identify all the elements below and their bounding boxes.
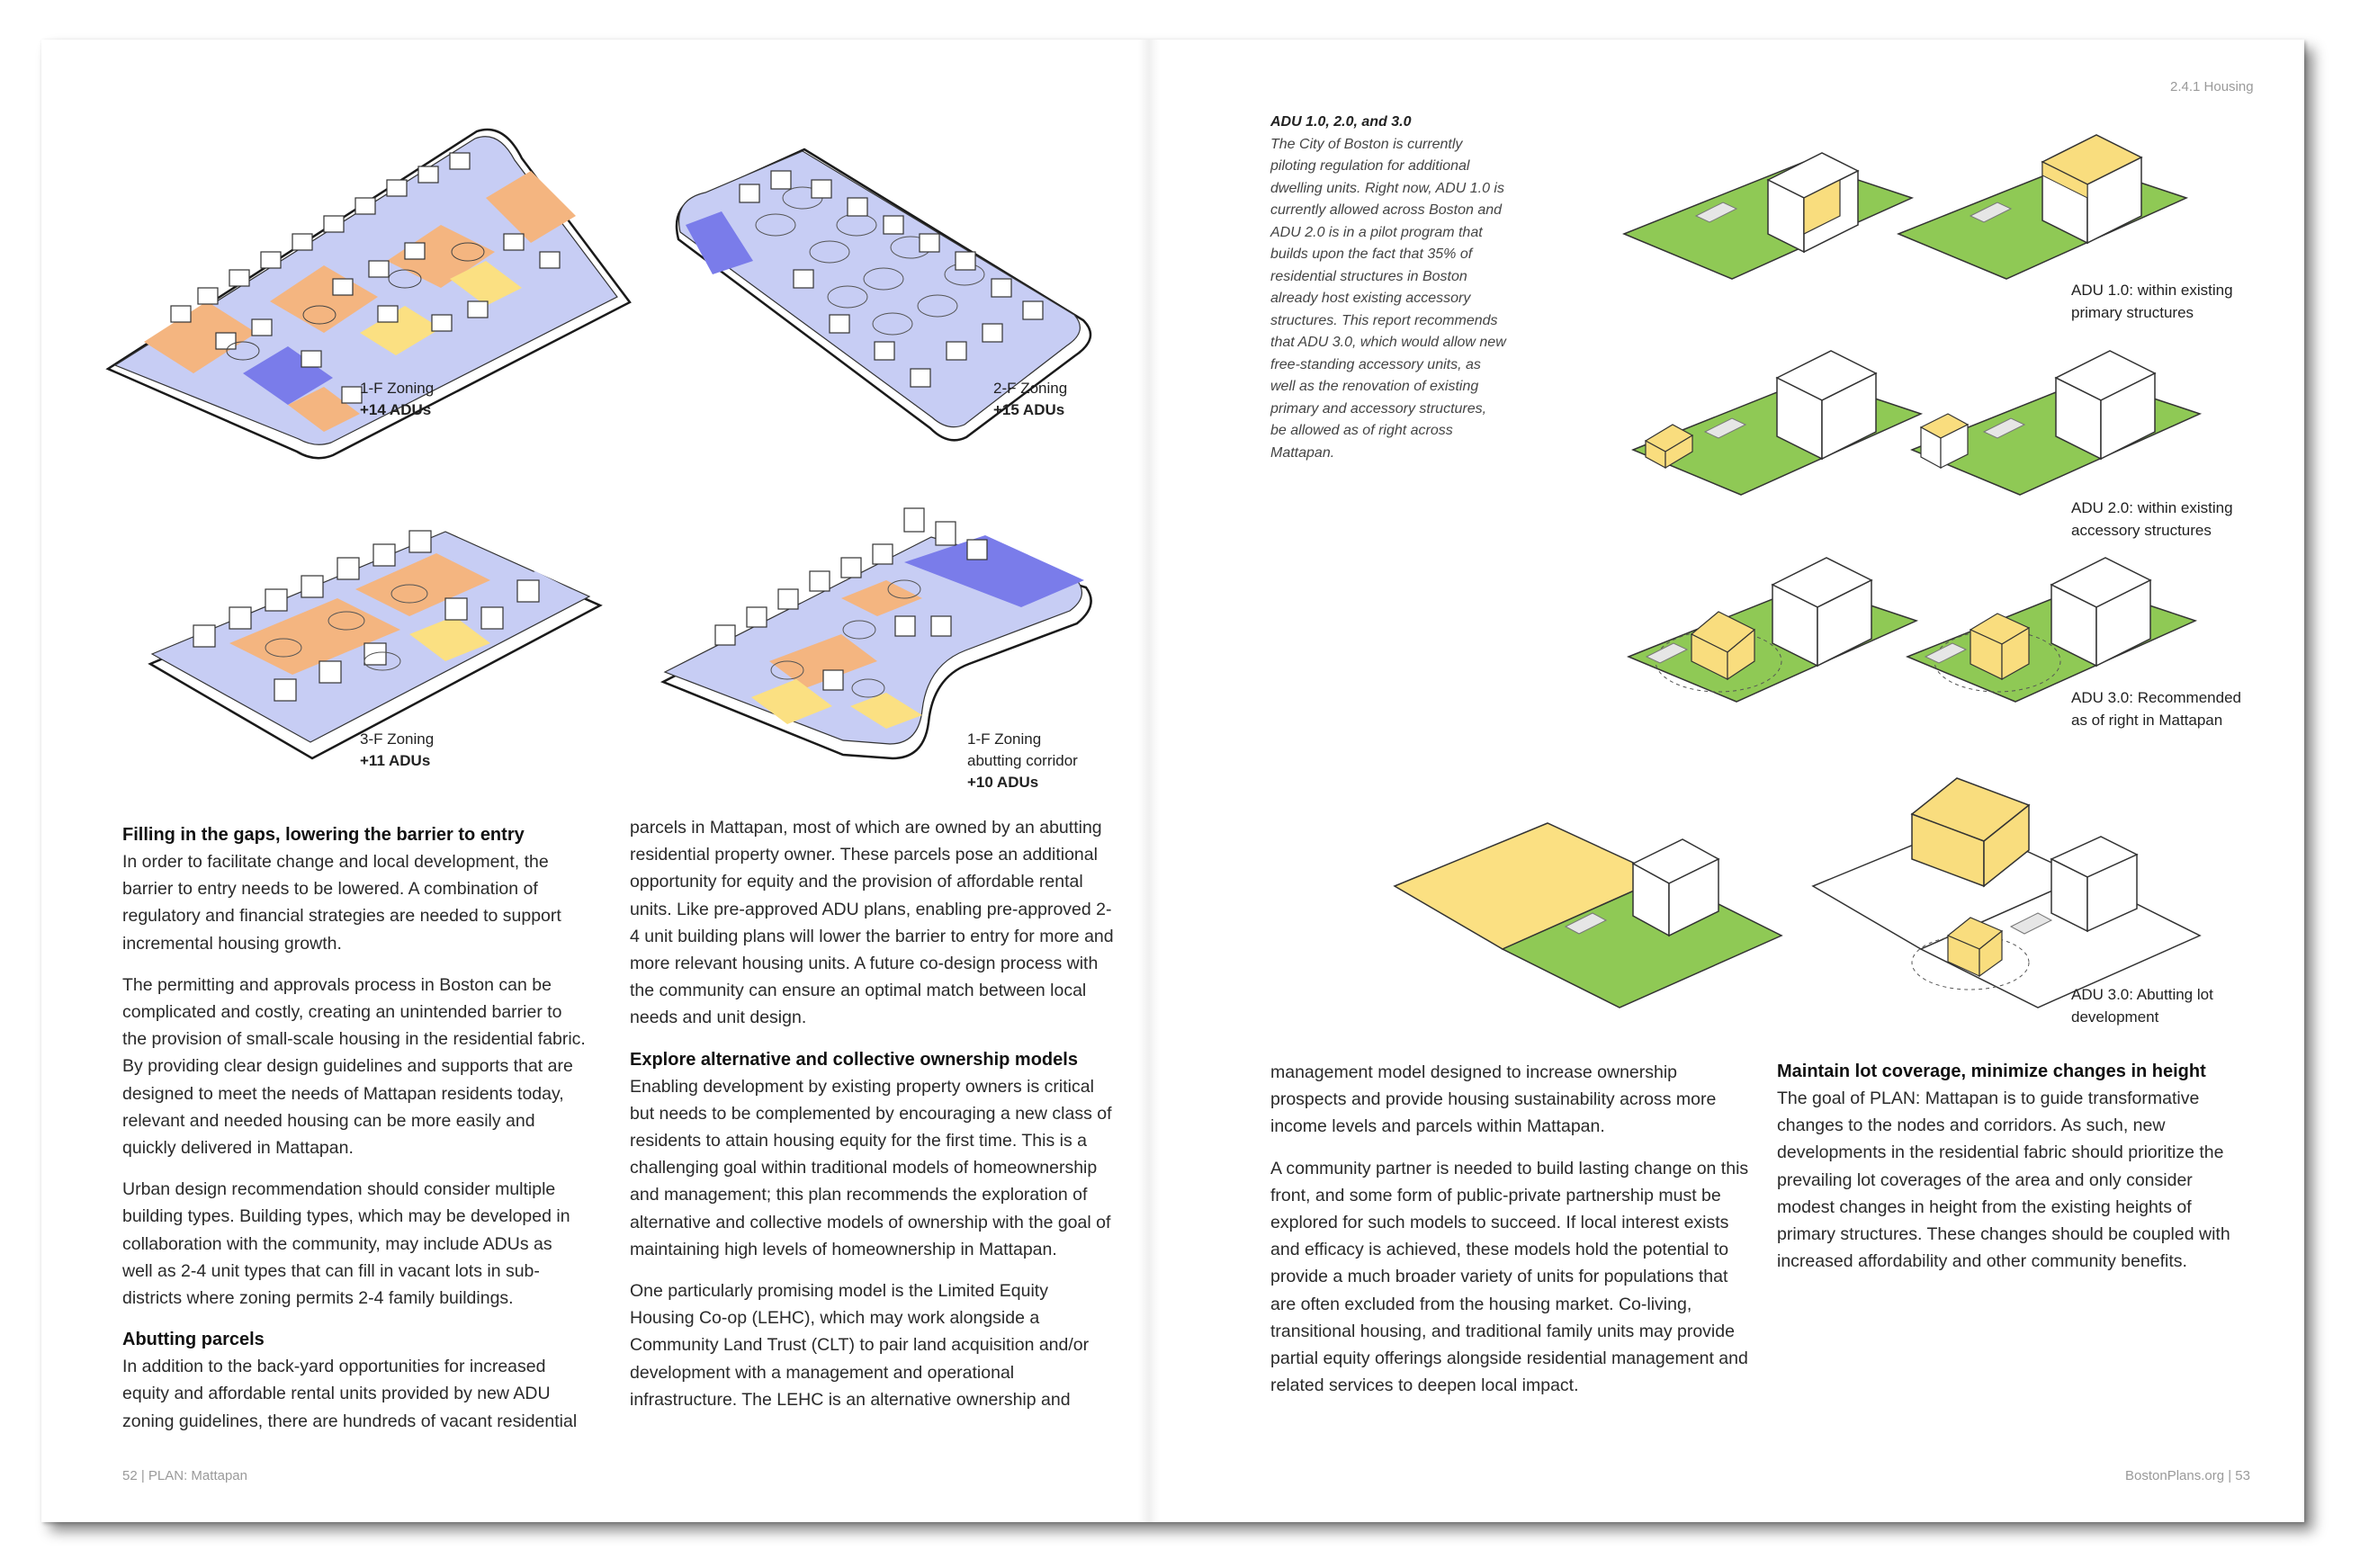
diagram-3f-zone: 3-F Zoning [360, 730, 435, 748]
adu-1-lot-b [1897, 134, 2189, 280]
right-column-1: management model designed to increase ow… [1270, 1059, 1756, 1413]
diagram-1f-adus: +14 ADUs [360, 401, 432, 418]
diagram-2f-caption: 2-F Zoning +15 ADUs [993, 378, 1067, 421]
heading-abutting-parcels: Abutting parcels [122, 1330, 265, 1350]
diagram-2f-adus: +15 ADUs [993, 401, 1065, 418]
adu-type-3-line1: ADU 3.0: Recommended [2071, 689, 2241, 706]
diagram-corridor-adus: +10 ADUs [967, 774, 1039, 791]
right-column-2: Maintain lot coverage, minimize changes … [1777, 1058, 2240, 1289]
adu-type-3-caption: ADU 3.0: Recommended as of right in Matt… [2071, 686, 2241, 731]
diagram-corridor-zone-1: 1-F Zoning [967, 730, 1042, 748]
adu-3-lot-b [1906, 557, 2198, 703]
adu-type-2-line2: accessory structures [2071, 522, 2212, 539]
diagram-1f-zone: 1-F Zoning [360, 380, 435, 397]
paragraph: A community partner is needed to build l… [1270, 1158, 1749, 1396]
paragraph: One particularly promising model is the … [630, 1281, 1090, 1410]
diagram-1f-caption: 1-F Zoning +14 ADUs [360, 378, 434, 421]
left-column-1: Filling in the gaps, lowering the barrie… [122, 821, 586, 1449]
zoning-diagram-3f [148, 530, 603, 760]
adu-type-1-line2: primary structures [2071, 304, 2194, 321]
zoning-diagram-2f [675, 148, 1092, 442]
adu-type-4-line1: ADU 3.0: Abutting lot [2071, 986, 2213, 1003]
adu-note: ADU 1.0, 2.0, and 3.0 The City of Boston… [1270, 112, 1506, 464]
footer-left: 52 | PLAN: Mattapan [122, 1468, 247, 1483]
adu-note-body: The City of Boston is currently piloting… [1270, 136, 1506, 461]
diagram-2f-zone: 2-F Zoning [993, 380, 1068, 397]
left-column-2: parcels in Mattapan, most of which are o… [630, 814, 1116, 1428]
heading-filling-gaps: Filling in the gaps, lowering the barrie… [122, 825, 525, 845]
paragraph: Urban design recommendation should consi… [122, 1179, 570, 1309]
paragraph: management model designed to increase ow… [1270, 1062, 1717, 1137]
adu-type-1-line1: ADU 1.0: within existing [2071, 282, 2233, 299]
adu-type-4-caption: ADU 3.0: Abutting lot development [2071, 983, 2213, 1028]
zoning-diagram-1f [105, 128, 632, 460]
paragraph: In addition to the back-yard opportuniti… [122, 1357, 578, 1431]
adu-3-lot-a [1627, 557, 1919, 703]
adu-2-lot-b [1910, 350, 2203, 496]
adu-note-title: ADU 1.0, 2.0, and 3.0 [1270, 114, 1412, 130]
footer-right: BostonPlans.org | 53 [2125, 1468, 2250, 1483]
zoning-diagram-1f-corridor [660, 507, 1092, 760]
adu-type-2-line1: ADU 2.0: within existing [2071, 499, 2233, 516]
adu-type-3-line2: as of right in Mattapan [2071, 712, 2223, 729]
paragraph: The goal of PLAN: Mattapan is to guide t… [1777, 1089, 2230, 1272]
diagram-corridor-zone-2: abutting corridor [967, 752, 1078, 769]
diagram-corridor-caption: 1-F Zoning abutting corridor +10 ADUs [967, 729, 1078, 793]
diagram-3f-caption: 3-F Zoning +11 ADUs [360, 729, 434, 772]
paragraph: parcels in Mattapan, most of which are o… [630, 818, 1114, 1028]
adu-4-lot-a [1393, 822, 1783, 1008]
adu-type-1-caption: ADU 1.0: within existing primary structu… [2071, 279, 2233, 324]
heading-lot-coverage: Maintain lot coverage, minimize changes … [1777, 1062, 2206, 1081]
adu-2-lot-a [1631, 350, 1924, 496]
paragraph: In order to facilitate change and local … [122, 852, 561, 954]
paragraph: Enabling development by existing propert… [630, 1076, 1112, 1259]
section-header: 2.4.1 Housing [2170, 79, 2254, 94]
adu-1-lot-a [1622, 152, 1915, 280]
adu-type-2-caption: ADU 2.0: within existing accessory struc… [2071, 497, 2233, 542]
adu-type-4-line2: development [2071, 1008, 2159, 1026]
adu-4-lot-b [1811, 777, 2202, 1008]
page-fold [1138, 40, 1160, 1522]
heading-ownership-models: Explore alternative and collective owner… [630, 1049, 1078, 1070]
diagram-3f-adus: +11 ADUs [360, 752, 431, 769]
paragraph: The permitting and approvals process in … [122, 974, 586, 1159]
